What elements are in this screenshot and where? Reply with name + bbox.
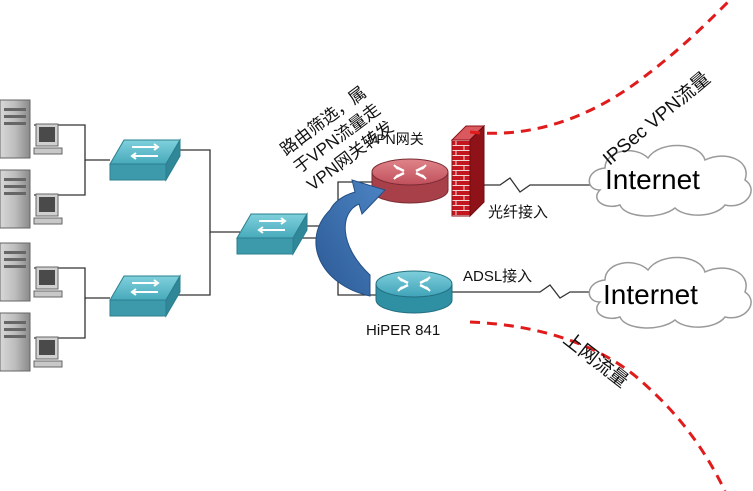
curved-arrow-icon [315,179,386,297]
adsl-access-label: ADSL接入 [463,268,533,285]
link-server1-switch1 [34,124,110,161]
router-model-label: HiPER 841 [366,322,441,339]
link-switch1-core [178,149,240,233]
cloud-icon [588,144,752,217]
vpn-gateway-label: VPN网关 [367,131,424,147]
link-server2-switch1 [34,160,86,196]
link-server4-switch2 [34,298,86,339]
router-icon [371,158,449,204]
internet-label-bottom: Internet [603,279,698,310]
server-icon [0,242,63,302]
switch-icon [109,274,181,318]
link-vpn-internet [470,177,600,193]
ipsec-traffic-line [469,0,732,135]
internet-traffic-line [469,320,727,491]
cloud-icon [588,256,752,329]
internet-label-top: Internet [605,164,700,195]
traffic-lines [469,0,732,491]
firewall-icon [450,124,486,218]
switch-icon [109,138,181,182]
server-icon [0,312,63,372]
link-switch2-core [178,232,211,296]
server-icon [0,99,63,159]
link-hiper-internet [450,284,600,299]
fiber-access-label: 光纤接入 [488,204,549,221]
link-server3-switch2 [34,267,110,299]
switch-icon [236,212,308,256]
server-icon [0,169,63,229]
router-icon [375,270,453,314]
